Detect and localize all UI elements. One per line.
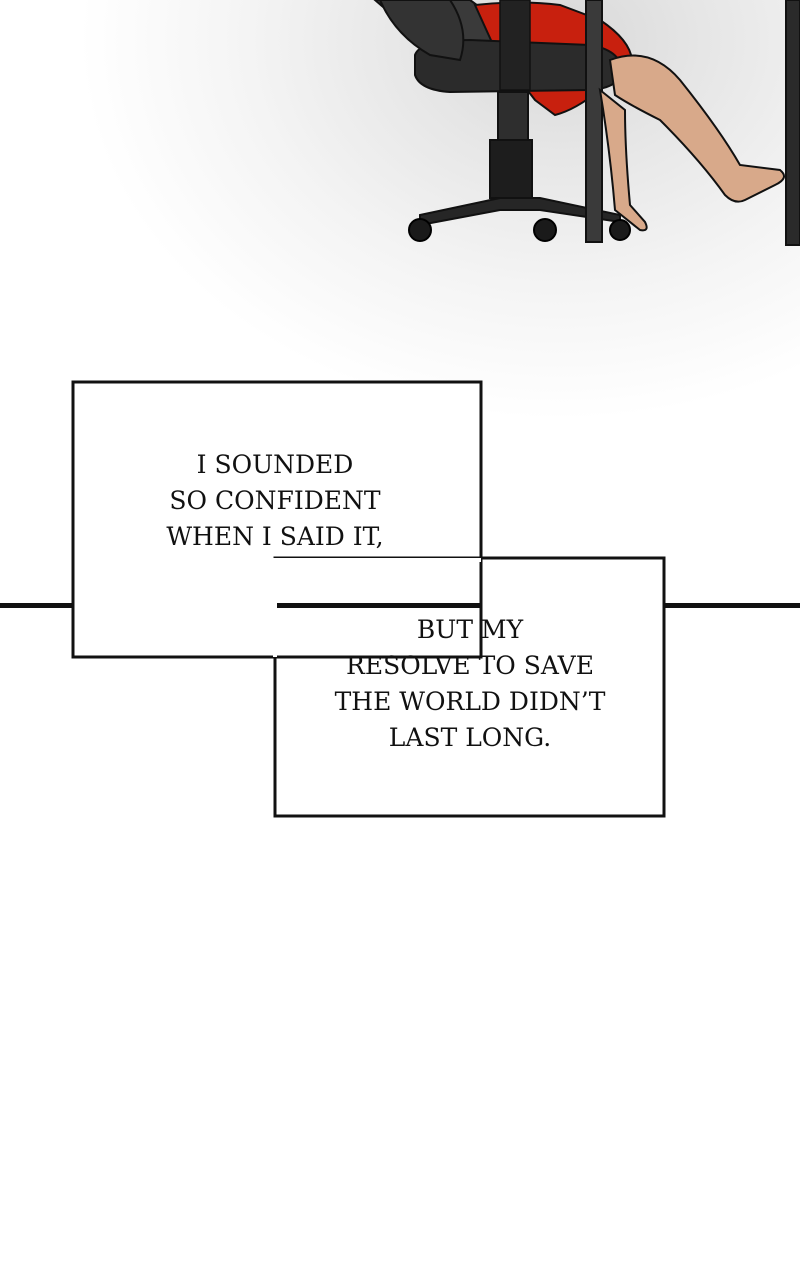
chair-back bbox=[378, 0, 465, 62]
office-chair-illustration bbox=[373, 0, 800, 246]
caption-line: BUT MY bbox=[416, 615, 524, 644]
caption-line: LAST LONG. bbox=[388, 723, 552, 752]
caption-text-2: BUT MY RESOLVE TO SAVE THE WORLD DIDN’T … bbox=[300, 612, 640, 756]
caption-line: RESOLVE TO SAVE bbox=[346, 651, 594, 680]
leg-left bbox=[598, 87, 648, 232]
caption-box-2 bbox=[273, 556, 666, 818]
caption-line: WHEN I SAID IT, bbox=[166, 522, 384, 551]
leg-right bbox=[608, 54, 785, 203]
caption-text-1: I SOUNDED SO CONFIDENT WHEN I SAID IT, bbox=[130, 447, 420, 555]
chair-pole bbox=[497, 91, 529, 143]
chair-wheel bbox=[408, 218, 432, 242]
caption-line: I SOUNDED bbox=[196, 450, 354, 479]
caption-line: SO CONFIDENT bbox=[169, 486, 381, 515]
comic-panel-office bbox=[0, 0, 800, 420]
desk-post bbox=[585, 0, 603, 243]
desk-post-right bbox=[785, 0, 800, 246]
chair-wheel bbox=[533, 218, 557, 242]
chair-wheel bbox=[609, 219, 631, 241]
panel-divider-line bbox=[0, 603, 800, 608]
caption-line: THE WORLD DIDN’T bbox=[334, 687, 606, 716]
